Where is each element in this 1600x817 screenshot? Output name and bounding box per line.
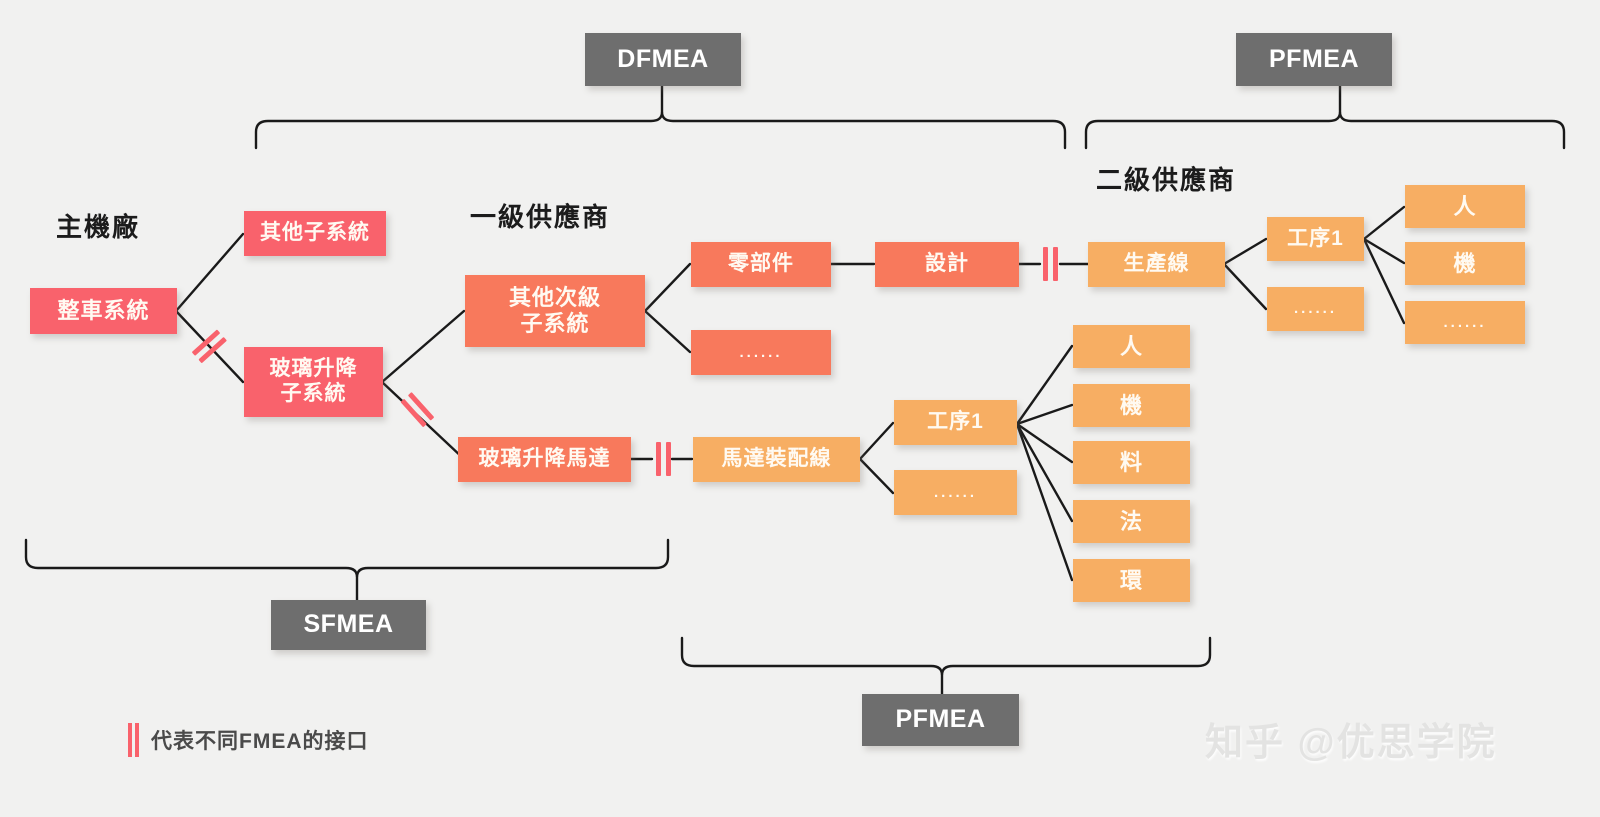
link-vehicle-to-other-subsystem bbox=[174, 232, 245, 313]
interface-mark-icon bbox=[126, 723, 142, 757]
node-factor-man-upper[interactable]: 人 bbox=[1405, 185, 1525, 228]
node-components[interactable]: 零部件 bbox=[691, 242, 831, 287]
link-process1upper-to-man bbox=[1362, 205, 1406, 241]
node-factor-environment-lower[interactable]: 環 bbox=[1073, 559, 1190, 602]
link-process1-to-environment bbox=[1015, 422, 1074, 582]
watermark: 知乎 @优思学院 bbox=[1205, 722, 1497, 764]
link-process1-to-material bbox=[1015, 422, 1074, 464]
legend-label: 代表不同FMEA的接口 bbox=[151, 730, 369, 753]
link-process1upper-to-more bbox=[1362, 237, 1406, 325]
node-production-line[interactable]: 生產線 bbox=[1088, 242, 1225, 287]
link-secondary-to-components bbox=[643, 262, 692, 313]
node-other-subsystem[interactable]: 其他子系統 bbox=[244, 211, 386, 256]
node-process1-lower-more[interactable]: ...... bbox=[894, 470, 1017, 515]
node-process1-upper[interactable]: 工序1 bbox=[1267, 217, 1364, 261]
interface-mark-design-production bbox=[1037, 247, 1063, 281]
fmea-badge-dfmea[interactable]: DFMEA bbox=[585, 33, 741, 86]
node-factor-man-lower[interactable]: 人 bbox=[1073, 325, 1190, 368]
link-production-to-process1-upper-more bbox=[1222, 262, 1268, 311]
node-other-secondary-subsystem[interactable]: 其他次級 子系統 bbox=[465, 275, 645, 347]
link-process1-to-method bbox=[1015, 422, 1074, 523]
interface-mark-motor-assembly bbox=[650, 442, 676, 476]
link-process1upper-to-machine bbox=[1362, 237, 1406, 265]
node-design[interactable]: 設計 bbox=[875, 242, 1019, 287]
node-window-lift-subsystem[interactable]: 玻璃升降 子系統 bbox=[244, 347, 383, 417]
link-windowlift-to-other-secondary bbox=[380, 309, 466, 384]
fmea-badge-pfmea-top[interactable]: PFMEA bbox=[1236, 33, 1392, 86]
link-secondary-to-components-more bbox=[643, 309, 692, 354]
group-label-tier1: 一級供應商 bbox=[470, 202, 611, 232]
link-assembly-to-process1 bbox=[858, 421, 895, 461]
node-factor-machine-lower[interactable]: 機 bbox=[1073, 384, 1190, 427]
link-assembly-to-process1-more bbox=[858, 457, 895, 495]
link-production-to-process1-upper bbox=[1222, 237, 1268, 266]
node-factor-material-lower[interactable]: 料 bbox=[1073, 441, 1190, 484]
brace-dfmea bbox=[254, 111, 1067, 150]
fmea-badge-pfmea-bottom[interactable]: PFMEA bbox=[862, 694, 1019, 746]
group-label-tier2: 二級供應商 bbox=[1096, 165, 1237, 195]
node-factor-machine-upper[interactable]: 機 bbox=[1405, 242, 1525, 285]
brace-pfmea-top bbox=[1084, 111, 1566, 150]
link-vehicle-to-windowlift-subsystem bbox=[174, 309, 245, 384]
link-process1-to-man bbox=[1015, 344, 1074, 426]
node-factor-method-lower[interactable]: 法 bbox=[1073, 500, 1190, 543]
interface-mark-subsystem-secondary bbox=[396, 389, 438, 432]
node-components-more[interactable]: ...... bbox=[691, 330, 831, 375]
brace-pfmea-bottom bbox=[680, 636, 1212, 676]
link-windowlift-to-motor bbox=[380, 380, 466, 461]
node-motor-assembly-line[interactable]: 馬達裝配線 bbox=[693, 437, 860, 482]
legend: 代表不同FMEA的接口 bbox=[126, 723, 369, 757]
group-label-oem: 主機廠 bbox=[56, 212, 141, 242]
fmea-badge-sfmea[interactable]: SFMEA bbox=[271, 600, 426, 650]
node-factor-more-upper[interactable]: ...... bbox=[1405, 301, 1525, 344]
node-window-lift-motor[interactable]: 玻璃升降馬達 bbox=[458, 437, 631, 482]
node-vehicle-system[interactable]: 整車系統 bbox=[30, 288, 177, 334]
brace-sfmea bbox=[24, 538, 670, 578]
link-process1-to-machine bbox=[1015, 403, 1074, 426]
interface-mark-oem-subsystem bbox=[188, 325, 231, 367]
node-process1-upper-more[interactable]: ...... bbox=[1267, 287, 1364, 331]
node-process1-lower[interactable]: 工序1 bbox=[894, 400, 1017, 445]
